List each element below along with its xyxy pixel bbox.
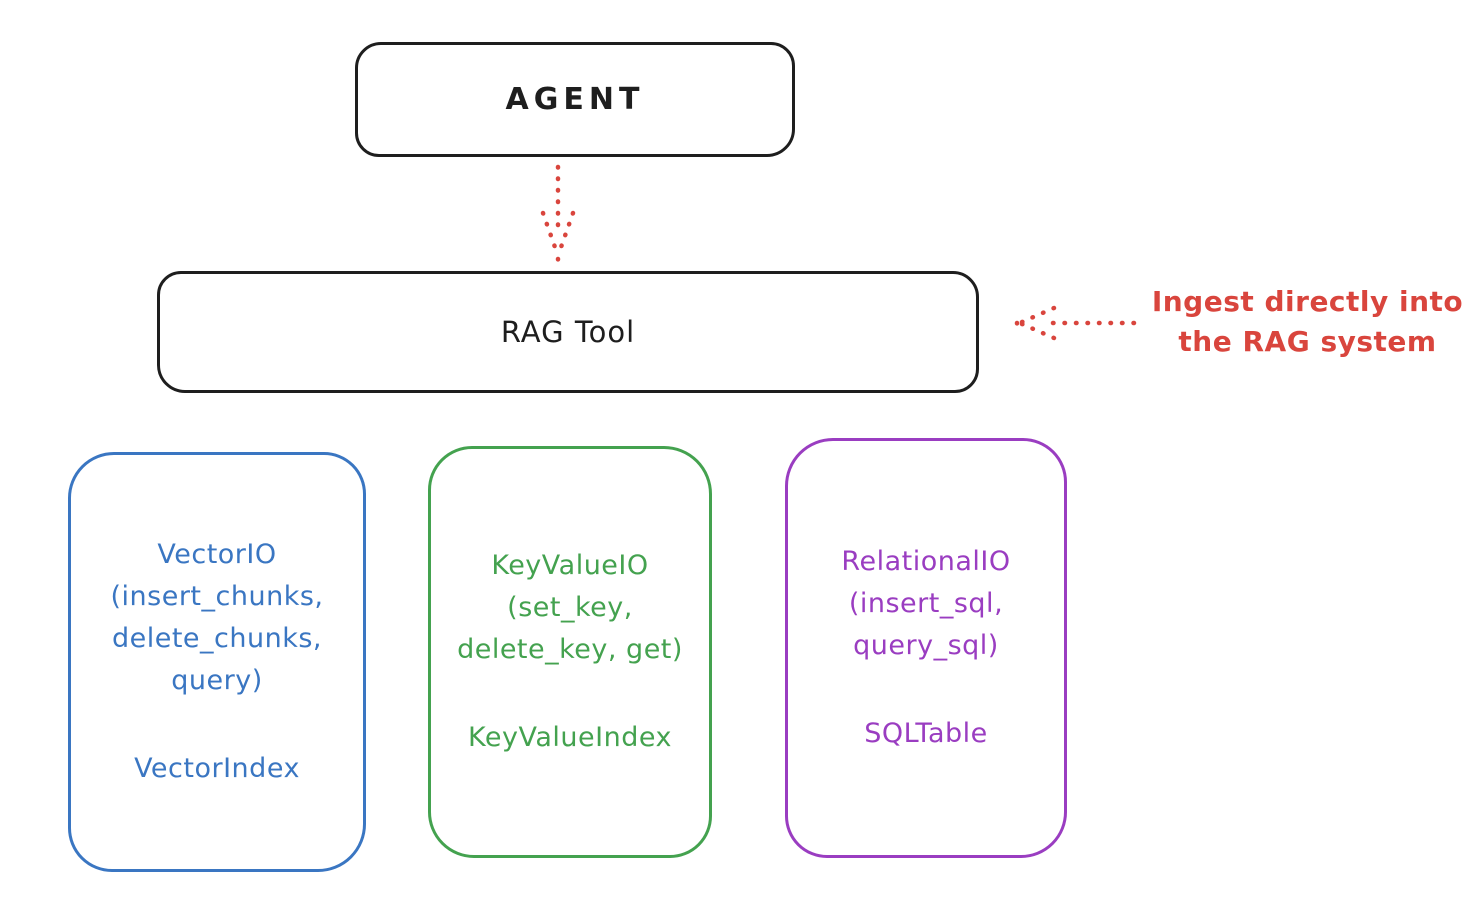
store-method-line: query_sql)	[853, 630, 999, 661]
rag-tool-label: RAG Tool	[500, 315, 636, 349]
store-method-line: (insert_chunks,	[110, 581, 324, 612]
agent-label: AGENT	[505, 82, 645, 117]
ingest-annotation-line2: the RAG system	[1178, 325, 1437, 358]
agent-to-ragtool-arrow-icon	[540, 164, 576, 262]
store-method-line: delete_chunks,	[111, 623, 322, 654]
ingest-arrow-icon	[1014, 305, 1137, 341]
key-value-io-box: KeyValueIO (set_key, delete_key, get) Ke…	[428, 446, 712, 858]
ingest-annotation: Ingest directly into the RAG system	[1135, 282, 1480, 362]
store-title: VectorIO	[157, 539, 277, 570]
sql-table-label: SQLTable	[864, 718, 988, 749]
relational-io-box: RelationalIO (insert_sql, query_sql) SQL…	[785, 438, 1067, 858]
vector-io-methods: VectorIO (insert_chunks, delete_chunks, …	[111, 534, 324, 702]
store-method-line: (set_key,	[507, 592, 633, 623]
rag-tool-box: RAG Tool	[157, 271, 979, 393]
store-method-line: delete_key, get)	[457, 634, 683, 665]
store-title: KeyValueIO	[491, 550, 649, 581]
agent-box: AGENT	[355, 42, 795, 157]
key-value-index-label: KeyValueIndex	[468, 722, 672, 753]
vector-io-box: VectorIO (insert_chunks, delete_chunks, …	[68, 452, 366, 872]
store-method-line: query)	[171, 665, 263, 696]
key-value-io-methods: KeyValueIO (set_key, delete_key, get)	[457, 545, 683, 671]
relational-io-methods: RelationalIO (insert_sql, query_sql)	[841, 541, 1010, 667]
ingest-annotation-line1: Ingest directly into	[1151, 285, 1464, 318]
store-method-line: (insert_sql,	[848, 588, 1004, 619]
vector-index-label: VectorIndex	[134, 753, 300, 784]
store-title: RelationalIO	[841, 546, 1011, 577]
